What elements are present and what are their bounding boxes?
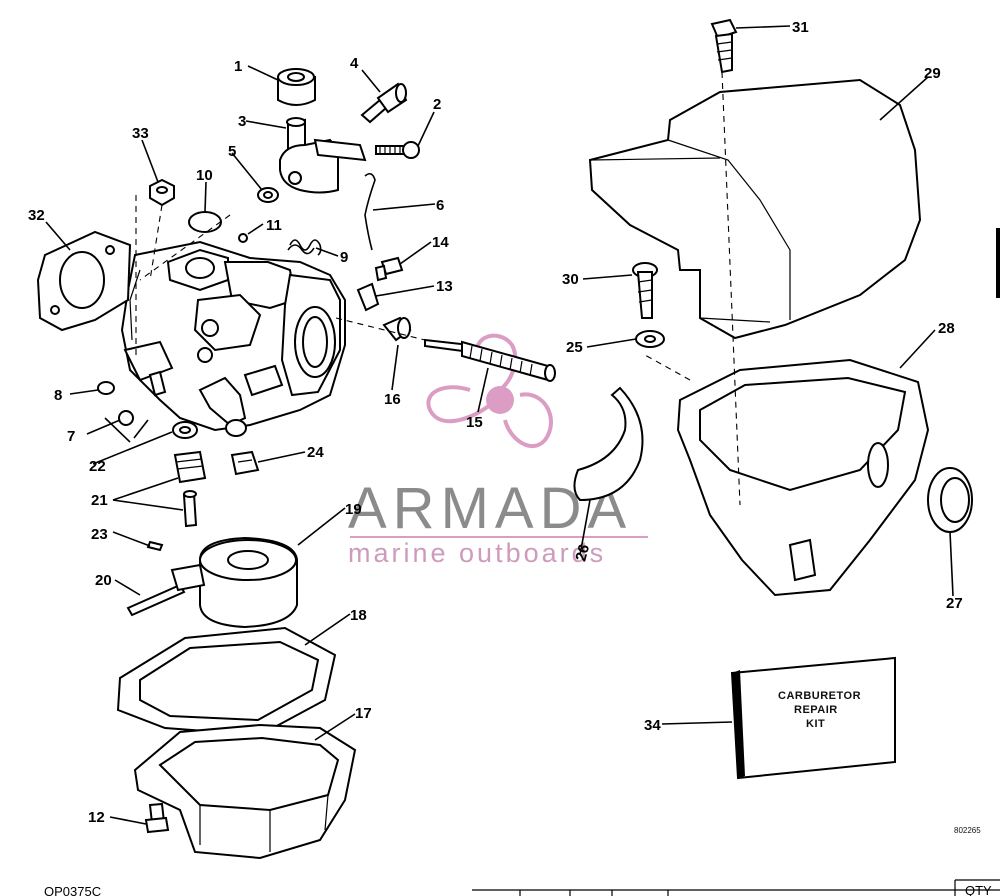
callout-29: 29: [924, 65, 941, 82]
callout-5: 5: [228, 143, 236, 160]
callout-12: 12: [88, 809, 105, 826]
part-7-ball: [118, 410, 134, 426]
part-15-needle: [424, 338, 556, 382]
callout-numbers: 1 2 3 4 5 6 7 8 9 10 11 12 13 14 15 16 1…: [28, 19, 963, 826]
callout-33: 33: [132, 125, 149, 142]
part-carburetor-body: [120, 240, 346, 437]
callout-13: 13: [436, 278, 453, 295]
callout-20: 20: [95, 572, 112, 589]
callout-26: 26: [572, 543, 593, 564]
part-11-ball: [238, 233, 248, 243]
part-25-washer: [635, 330, 665, 348]
callout-10: 10: [196, 167, 213, 184]
part-9-spring: [287, 239, 322, 256]
callout-22: 22: [89, 458, 106, 475]
part-20-float-pin: [126, 583, 186, 617]
callout-31: 31: [792, 19, 809, 36]
callout-1: 1: [234, 58, 242, 75]
callout-25: 25: [566, 339, 583, 356]
kit-label-line-2: REPAIR: [794, 704, 838, 716]
callout-21: 21: [91, 492, 108, 509]
part-28-silencer-base: [676, 358, 930, 597]
callout-8: 8: [54, 387, 62, 404]
part-24-plug: [230, 450, 260, 476]
part-12-screw: [144, 802, 170, 834]
part-27-grommet: [927, 467, 973, 533]
propeller-logo-icon: [426, 333, 553, 448]
footer: OP0375C QTY: [44, 879, 1000, 896]
callout-16: 16: [384, 391, 401, 408]
kit-label-line-3: KIT: [806, 718, 825, 730]
watermark: ARMADA marine outboards: [348, 333, 648, 568]
part-26-gasket-horseshoe: [573, 386, 644, 502]
footer-code: OP0375C: [44, 884, 101, 896]
callout-11: 11: [266, 217, 282, 234]
part-33-nut: [149, 178, 175, 207]
callout-15: 15: [466, 414, 483, 431]
callout-18: 18: [350, 607, 367, 624]
part-3-throttle-lever: [279, 117, 367, 194]
callout-7: 7: [67, 428, 75, 445]
part-34-repair-kit: CARBURETOR REPAIR KIT: [730, 656, 896, 780]
part-32-gasket: [36, 230, 132, 332]
part-8-o-ring: [97, 381, 115, 395]
part-14-screw: [374, 256, 404, 282]
part-31-screw: [710, 18, 738, 74]
callout-3: 3: [238, 113, 246, 130]
part-16-seal: [382, 316, 412, 342]
callout-32: 32: [28, 207, 45, 224]
callout-30: 30: [562, 271, 579, 288]
part-10-plug: [188, 211, 222, 233]
callout-23: 23: [91, 526, 108, 543]
callout-14: 14: [432, 234, 449, 251]
callout-6: 6: [436, 197, 444, 214]
kit-label-line-1: CARBURETOR: [778, 690, 861, 702]
callout-28: 28: [938, 320, 955, 337]
callout-27: 27: [946, 595, 963, 612]
callout-2: 2: [433, 96, 441, 113]
part-6-link-rod: [364, 172, 376, 251]
footer-qty: QTY: [965, 883, 992, 896]
part-18-bowl-gasket: [116, 626, 337, 737]
callout-9: 9: [340, 249, 348, 266]
part-17-float-bowl: [133, 723, 357, 860]
part-4-shaft: [360, 82, 408, 124]
callout-34: 34: [644, 717, 661, 734]
part-1-bushing: [277, 68, 316, 106]
watermark-tagline: marine outboards: [348, 538, 606, 568]
leader-lines: [45, 25, 954, 825]
callout-19: 19: [345, 501, 362, 518]
part-23-pin: [146, 540, 164, 552]
callout-17: 17: [355, 705, 372, 722]
callout-24: 24: [307, 444, 324, 461]
part-2-screw: [375, 141, 420, 159]
assembly-dashed-lines: [135, 71, 741, 506]
part-13-clip: [356, 282, 380, 312]
page-edge-mark: [996, 228, 1000, 298]
part-5-washer: [257, 187, 279, 203]
part-22-washer: [172, 421, 198, 439]
callout-4: 4: [350, 55, 359, 72]
part-29-cover: [588, 78, 922, 340]
part-21-jet: [173, 450, 207, 528]
part-19-float: [170, 536, 298, 629]
drawing-code: 802265: [954, 826, 981, 835]
part-30-screw: [632, 262, 658, 319]
